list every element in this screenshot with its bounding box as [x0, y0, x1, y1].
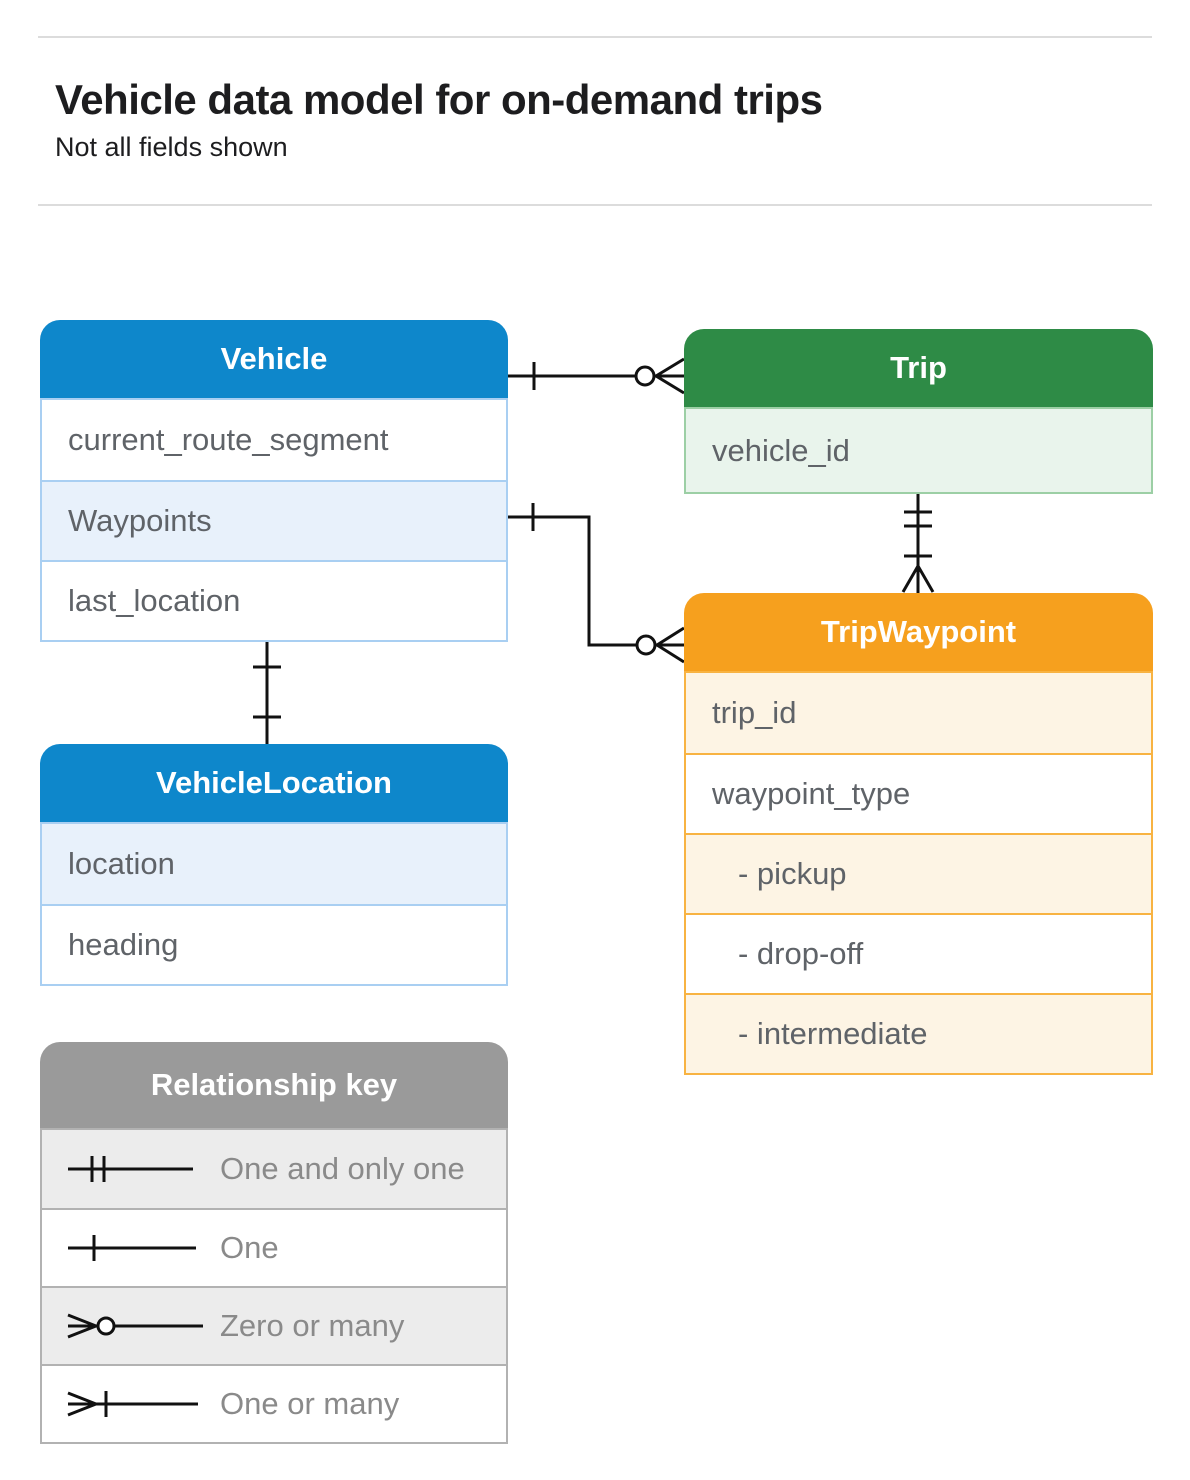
tripwaypoint-table-body: trip_id waypoint_type - pickup - drop-of… — [684, 671, 1153, 1075]
vehicle-table-title: Vehicle — [40, 320, 508, 398]
vehicle-field-waypoints: Waypoints — [42, 480, 506, 560]
divider-top — [38, 36, 1152, 38]
crow-foot — [656, 626, 685, 664]
connector-waypoints-to-tripwaypoint — [508, 503, 685, 664]
zero-circle — [635, 634, 657, 656]
connector-trip-to-tripwaypoint — [901, 490, 935, 593]
tripwaypoint-table: TripWaypoint trip_id waypoint_type - pic… — [684, 593, 1153, 1075]
relationship-key: Relationship key One and only one One — [40, 1042, 508, 1444]
legend-label: One or many — [220, 1386, 400, 1421]
legend-label: Zero or many — [220, 1308, 405, 1343]
page-title: Vehicle data model for on-demand trips — [55, 76, 823, 123]
one-and-only-one-icon — [68, 1156, 193, 1182]
one-or-many-icon — [67, 1391, 198, 1417]
vehiclelocation-field-location: location — [42, 824, 506, 904]
tripwaypoint-field-trip-id: trip_id — [686, 673, 1151, 753]
crow-foot — [655, 357, 685, 395]
legend-item-zero-or-many: Zero or many — [42, 1286, 506, 1364]
trip-field-vehicle-id: vehicle_id — [686, 409, 1151, 492]
vehiclelocation-table: VehicleLocation location heading — [40, 744, 508, 986]
vehicle-field-current-route-segment: current_route_segment — [42, 400, 506, 480]
legend-label: One and only one — [220, 1151, 465, 1186]
relationship-key-title: Relationship key — [40, 1042, 508, 1128]
tripwaypoint-value-pickup: - pickup — [686, 833, 1151, 913]
legend-item-one-or-many: One or many — [42, 1364, 506, 1442]
vehicle-table: Vehicle current_route_segment Waypoints … — [40, 320, 508, 642]
tripwaypoint-value-drop-off: - drop-off — [686, 913, 1151, 993]
trip-table-body: vehicle_id — [684, 407, 1153, 494]
zero-or-many-icon — [67, 1313, 203, 1339]
trip-table: Trip vehicle_id — [684, 329, 1153, 494]
one-ticks — [253, 665, 281, 719]
legend-item-one: One — [42, 1208, 506, 1286]
relationship-key-body: One and only one One Zero or many — [40, 1128, 508, 1444]
crow-foot — [901, 565, 935, 593]
one-icon — [68, 1235, 196, 1261]
tripwaypoint-field-waypoint-type: waypoint_type — [686, 753, 1151, 833]
one-and-only-one-ticks — [904, 510, 932, 528]
connector-vehicle-to-trip — [508, 357, 685, 395]
page-subtitle: Not all fields shown — [55, 132, 288, 162]
tripwaypoint-table-title: TripWaypoint — [684, 593, 1153, 671]
trip-table-title: Trip — [684, 329, 1153, 407]
divider-bottom — [38, 204, 1152, 206]
legend-item-one-and-only-one: One and only one — [42, 1130, 506, 1208]
legend-label: One — [220, 1230, 279, 1265]
connector-vehicle-to-vehiclelocation — [253, 637, 281, 744]
vehicle-field-last-location: last_location — [42, 560, 506, 640]
vehiclelocation-field-heading: heading — [42, 904, 506, 984]
vehiclelocation-table-body: location heading — [40, 822, 508, 986]
tripwaypoint-value-intermediate: - intermediate — [686, 993, 1151, 1073]
vehicle-table-body: current_route_segment Waypoints last_loc… — [40, 398, 508, 642]
vehiclelocation-table-title: VehicleLocation — [40, 744, 508, 822]
zero-circle — [634, 365, 656, 387]
